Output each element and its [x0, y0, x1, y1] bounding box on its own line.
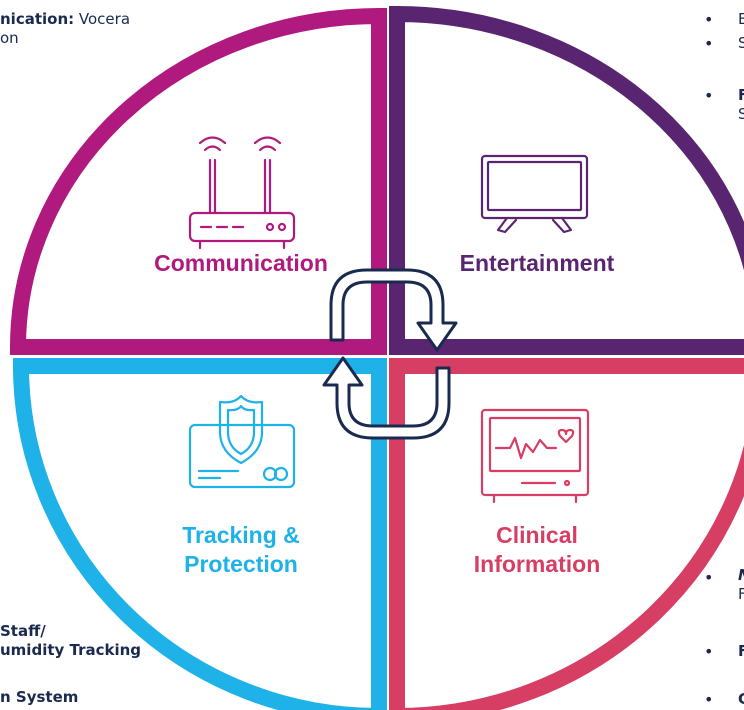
top-right-3-line2: S: [738, 105, 744, 123]
bullet: •: [704, 690, 714, 709]
bottom-left-line2: umidity Tracking: [0, 641, 142, 659]
entertainment-quadrant: [389, 5, 744, 355]
bullet: •: [704, 642, 714, 661]
heart-monitor-icon: [480, 408, 590, 504]
top-left-line2: on: [0, 29, 19, 47]
clinical-label-line2: Information: [474, 551, 601, 577]
tracking-quadrant: [12, 358, 387, 710]
top-right-text-1: E: [738, 10, 744, 28]
entertainment-label: Entertainment: [460, 250, 615, 276]
clinical-label-line1: Clinical: [496, 522, 578, 548]
clinical-quadrant: [389, 358, 744, 710]
shield-card-icon: [188, 394, 296, 489]
cycle-arrows-icon: [322, 268, 458, 440]
bullet: •: [704, 568, 714, 587]
bottom-right-1-line2: F: [738, 585, 744, 603]
top-right-text-2: S: [738, 34, 744, 52]
top-left-side-text: nication: Vocera on: [0, 10, 130, 48]
communication-label: Communication: [154, 250, 328, 276]
top-right-3-bold: F: [738, 86, 744, 104]
bottom-right-1-bold: N: [738, 566, 744, 584]
bullet: •: [704, 86, 714, 105]
top-left-bold: nication:: [0, 10, 75, 28]
bottom-left-side-text: Staff/ umidity Tracking: [0, 622, 141, 660]
top-right-text-3: F S: [738, 86, 744, 124]
bottom-left-line1: Staff/: [0, 622, 46, 640]
bottom-right-3-bold: C: [738, 690, 744, 708]
tracking-label-line1: Tracking &: [182, 522, 300, 548]
bottom-right-text-3: C: [738, 690, 744, 709]
communication-quadrant: [9, 7, 387, 355]
bullet: •: [704, 10, 714, 29]
bottom-right-text-2: F: [738, 642, 744, 661]
bullet: •: [704, 34, 714, 53]
wifi-router-icon: [188, 136, 296, 250]
bottom-right-text-1: N F: [738, 566, 744, 604]
bottom-left-line3: n System: [0, 688, 79, 706]
bottom-right-2-bold: F: [738, 642, 744, 660]
tv-icon: [480, 154, 589, 234]
top-left-rest: Vocera: [74, 10, 131, 28]
tracking-label-line2: Protection: [184, 551, 298, 577]
